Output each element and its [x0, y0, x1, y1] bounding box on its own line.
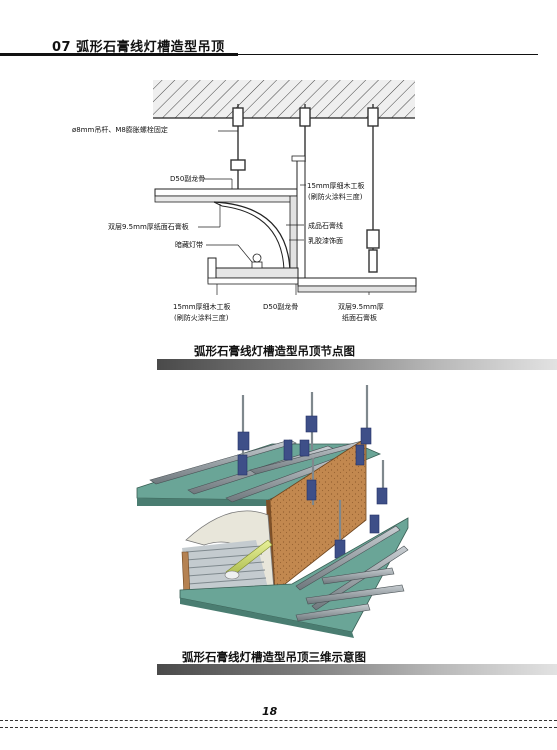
light-fixture-icon: [251, 253, 263, 269]
footer-dash-line-1: [0, 720, 557, 721]
label-keel-bottom: D50副龙骨: [263, 303, 299, 311]
footer-dash-line-2: [0, 727, 557, 728]
label-board-bottom-1: 15mm厚细木工板: [173, 303, 231, 311]
caption-3d-view: 弧形石膏线灯槽造型吊顶三维示意图: [182, 650, 366, 664]
steel-keels-lower: [295, 525, 409, 622]
label-keel-top: D50副龙骨: [170, 175, 206, 183]
caption-bar-2: [157, 664, 557, 675]
label-board-top-2: (刷防火涂料三度): [308, 193, 363, 201]
caption-bar-1: [157, 359, 557, 370]
hanger-rods: [230, 104, 380, 273]
label-hanger-rod: ø8mm吊杆、M8膨胀螺栓固定: [72, 126, 168, 134]
label-board-top-1: 15mm厚细木工板: [307, 182, 365, 190]
label-gypsum-right-1: 双层9.5mm厚: [338, 303, 384, 311]
label-molding: 成品石膏线: [308, 222, 343, 230]
wood-board: [269, 437, 367, 593]
section-detail-diagram: [153, 80, 417, 295]
label-light: 暗藏灯带: [175, 241, 203, 249]
3d-view-diagram: [136, 385, 409, 638]
header-title: 07 弧形石膏线灯槽造型吊顶: [52, 40, 225, 55]
label-paint: 乳胶漆饰面: [308, 237, 343, 245]
label-gypsum-right-2: 纸面石膏板: [342, 314, 377, 322]
label-board-bottom-2: (刷防火涂料三度): [174, 314, 229, 322]
header-rule-thin: [238, 54, 538, 55]
header-rule: [0, 53, 238, 56]
label-gypsum-left: 双层9.5mm厚纸面石膏板: [108, 223, 189, 231]
page-number: 18: [262, 705, 278, 718]
caption-section-detail: 弧形石膏线灯槽造型吊顶节点图: [194, 344, 355, 358]
